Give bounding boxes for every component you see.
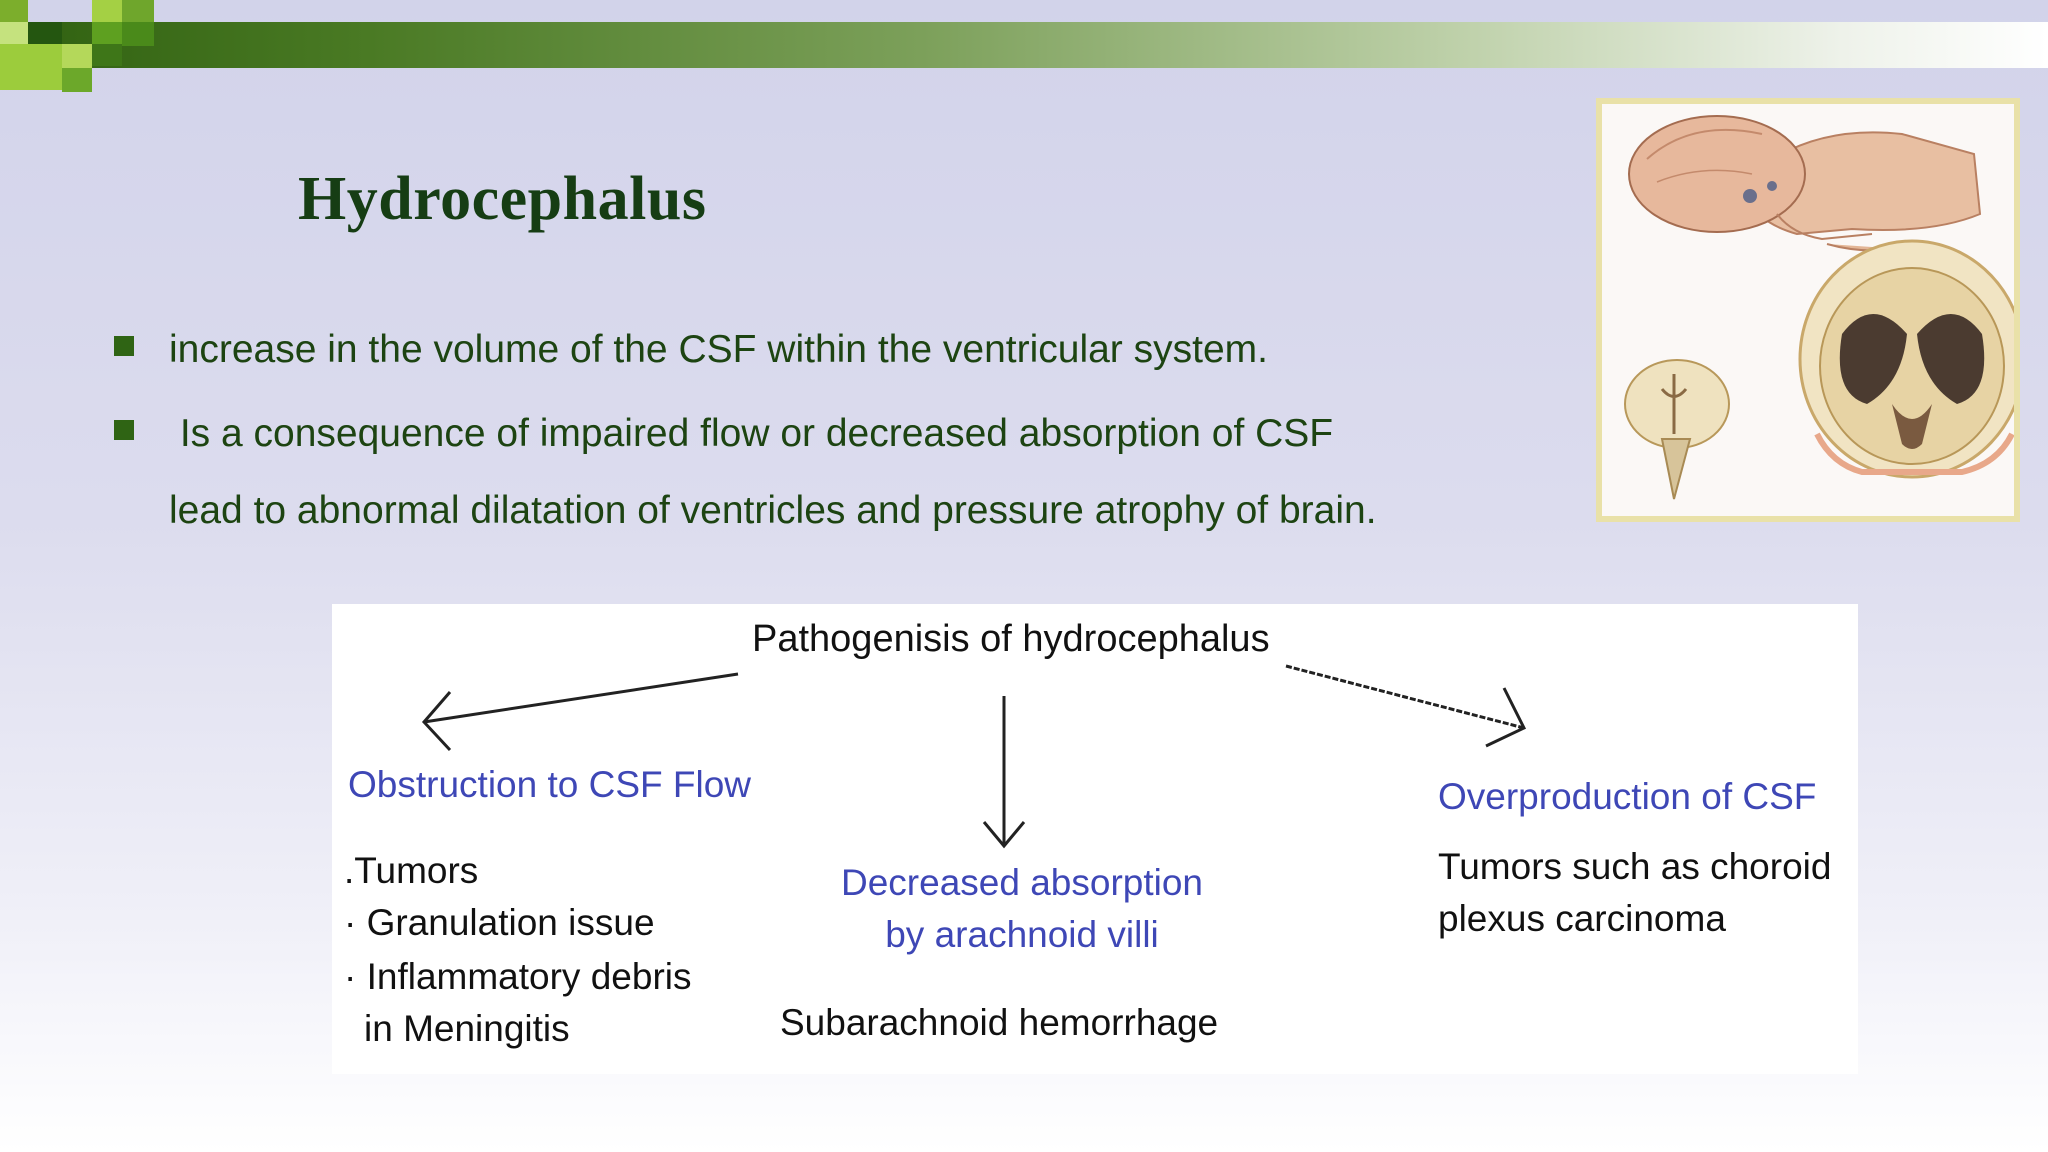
absorption-detail: Subarachnoid hemorrhage bbox=[780, 1002, 1219, 1043]
header-square-9 bbox=[122, 0, 154, 22]
arrow-to-overproduction bbox=[1285, 664, 1525, 730]
header-gradient-bar bbox=[0, 22, 2048, 68]
header-square-4 bbox=[0, 44, 62, 90]
header-square-3 bbox=[28, 22, 62, 44]
hydrocephalus-illustration-art bbox=[1624, 115, 2026, 500]
bullet-1-line-1: increase in the volume of the CSF within… bbox=[169, 328, 1268, 371]
diagram-title: Pathogenisis of hydrocephalus bbox=[752, 618, 1270, 660]
absorption-heading-line-2: by arachnoid villi bbox=[885, 914, 1159, 955]
obstruction-item-1: .Tumors bbox=[344, 850, 479, 891]
header-square-7 bbox=[92, 0, 122, 22]
arrow-to-obstruction bbox=[423, 672, 739, 724]
bullet-2-line-2: lead to abnormal dilatation of ventricle… bbox=[169, 489, 1377, 532]
header-square-8 bbox=[92, 22, 122, 44]
overproduction-heading: Overproduction of CSF bbox=[1438, 776, 1817, 817]
arrow-head-down bbox=[982, 821, 1026, 849]
bullet-list: increase in the volume of the CSF within… bbox=[0, 0, 2048, 560]
header-square-2 bbox=[0, 22, 28, 44]
overproduction-detail-line-1: Tumors such as choroid bbox=[1438, 846, 1832, 887]
diagram-arrows bbox=[421, 664, 1527, 849]
header-square-11 bbox=[92, 44, 122, 66]
obstruction-heading: Obstruction to CSF Flow bbox=[348, 764, 752, 805]
obstruction-item-3: · Inflammatory debris bbox=[344, 956, 692, 997]
bullet-marker-2 bbox=[114, 420, 134, 440]
arrow-head-right bbox=[1485, 687, 1527, 748]
header-square-10 bbox=[122, 22, 154, 46]
overproduction-detail-line-2: plexus carcinoma bbox=[1438, 898, 1726, 939]
obstruction-item-4: in Meningitis bbox=[364, 1008, 570, 1049]
bullet-2-line-1: Is a consequence of impaired flow or dec… bbox=[169, 412, 1334, 455]
arrow-head-left bbox=[421, 691, 452, 752]
bullet-marker-1 bbox=[114, 336, 134, 356]
pathogenesis-diagram: Pathogenisis of hydrocephalus Obstructio… bbox=[332, 604, 1858, 1074]
header-square-1 bbox=[0, 0, 28, 22]
header-square-5 bbox=[62, 44, 92, 68]
hydrocephalus-illustration bbox=[1596, 98, 2026, 522]
obstruction-item-2: · Granulation issue bbox=[344, 902, 655, 943]
slide-title: Hydrocephalus bbox=[298, 165, 707, 233]
header-square-6 bbox=[62, 68, 92, 92]
absorption-heading-line-1: Decreased absorption bbox=[841, 862, 1203, 903]
